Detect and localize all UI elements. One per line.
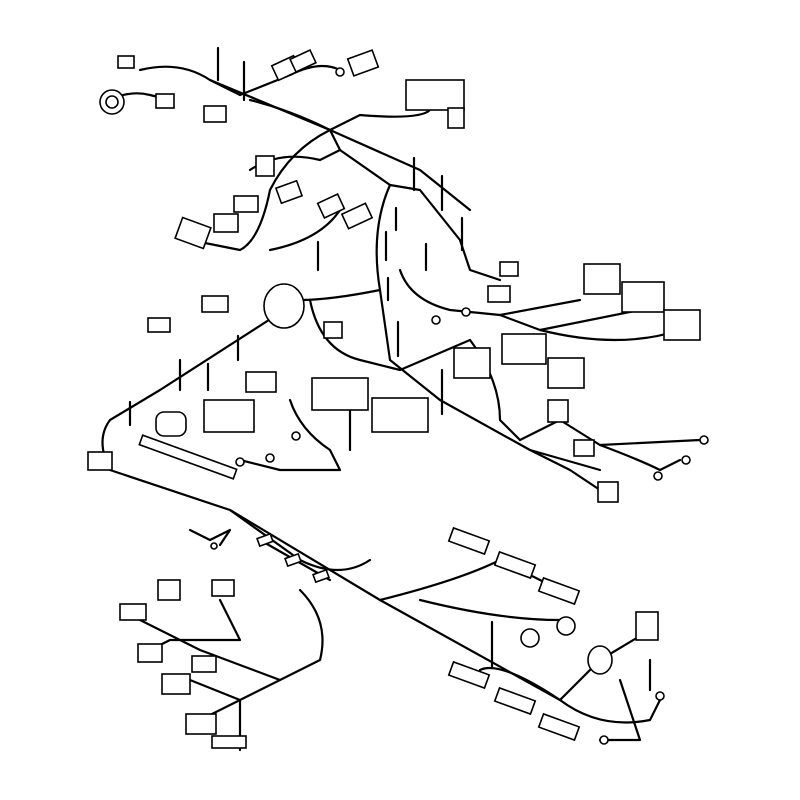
ring-terminals <box>210 67 709 745</box>
cable-ties <box>128 46 652 692</box>
connectors <box>87 48 701 749</box>
